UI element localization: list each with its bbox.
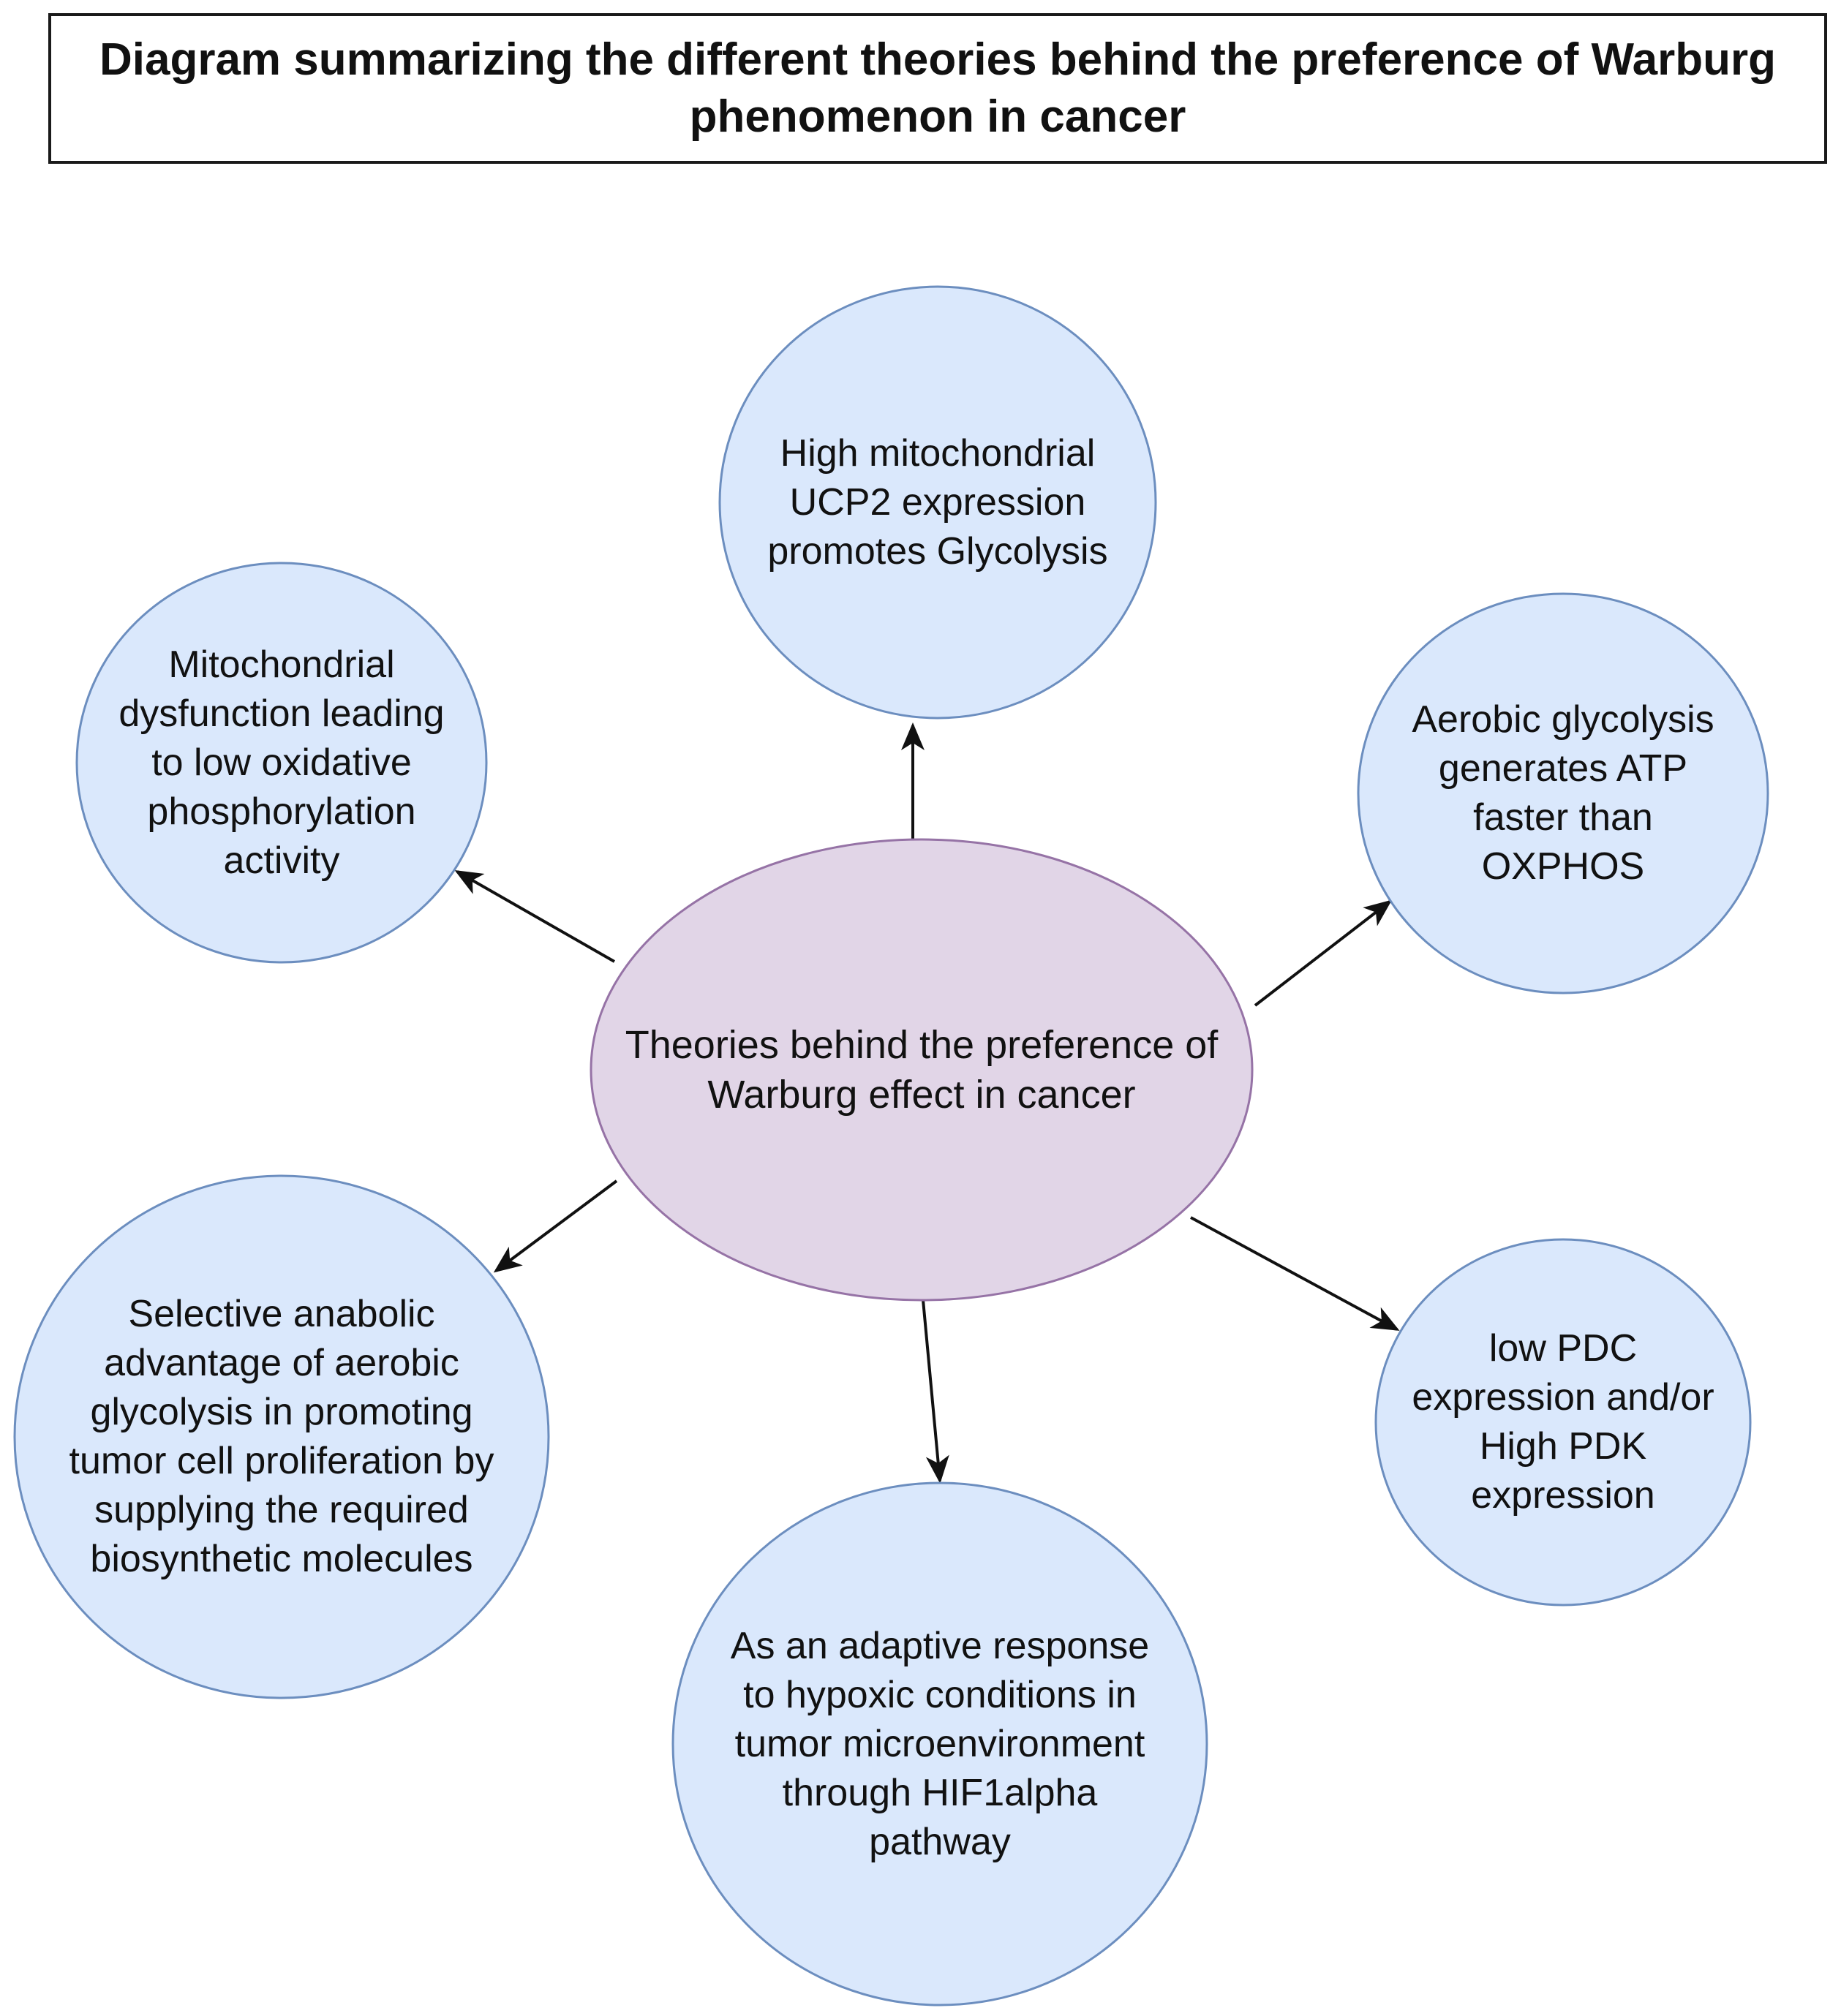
node-label-mito-dysfunction: Mitochondrial dysfunction leading to low…: [118, 643, 445, 882]
node-label-aerobic-atp: Aerobic glycolysis generates ATP faster …: [1412, 698, 1714, 888]
diagram-title: Diagram summarizing the different theori…: [99, 34, 1777, 142]
node-label-hypoxia: As an adaptive response to hypoxic condi…: [730, 1624, 1150, 1863]
node-circle-pdc-pdk: [1374, 1238, 1752, 1607]
arrow-to-mito-dysfunction: [454, 870, 615, 963]
arrow-to-anabolic: [493, 1179, 618, 1273]
node-circle-aerobic-atp: [1357, 592, 1769, 994]
node-circle-hypoxia: [671, 1481, 1208, 2006]
node-circle-mito-dysfunction: [75, 562, 488, 964]
node-label-pdc-pdk: low PDC expression and/or High PDK expre…: [1412, 1327, 1714, 1517]
arrow-to-pdc-pdk: [1190, 1216, 1400, 1331]
node-label-anabolic: Selective anabolic advantage of aerobic …: [69, 1293, 494, 1580]
arrow-to-hypoxia: [922, 1299, 949, 1484]
center-label: Theories behind the preference of Warbur…: [625, 1023, 1219, 1117]
node-label-ucp2: High mitochondrial UCP2 expression promo…: [767, 431, 1108, 573]
center-ellipse: [590, 838, 1254, 1302]
title-box: Diagram summarizing the different theori…: [48, 13, 1827, 164]
node-circle-ucp2: [718, 285, 1157, 720]
arrow-to-aerobic-atp: [1254, 899, 1393, 1007]
node-circle-anabolic: [13, 1174, 550, 1699]
